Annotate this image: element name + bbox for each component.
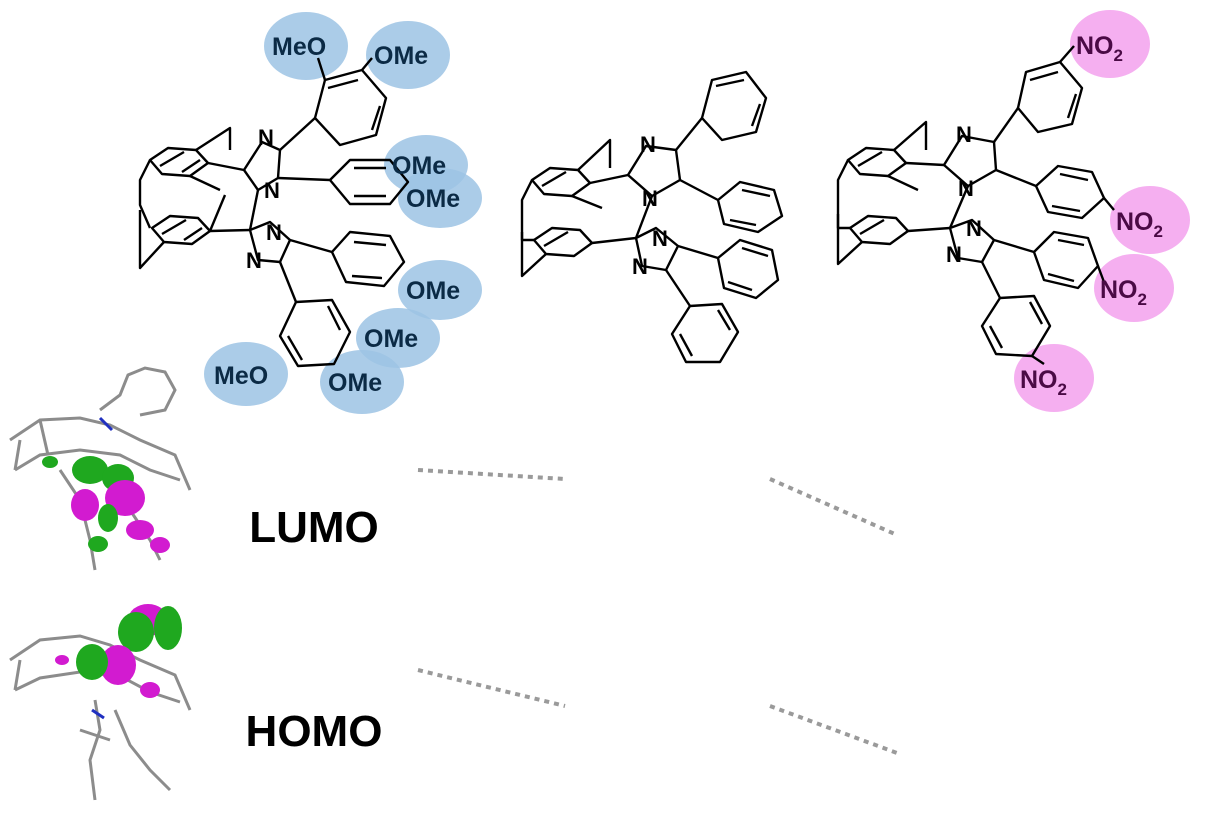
nitro-atom-labels: N N N N (946, 122, 982, 267)
methoxy-skeleton (138, 57, 410, 368)
halo-ome-2 (366, 21, 450, 89)
label-no2-1: NO2 (1076, 32, 1123, 65)
halo-no2-3 (1094, 254, 1174, 322)
halo-no2-2 (1110, 186, 1190, 254)
nitro-skeleton (836, 45, 1115, 365)
atom-n-1: N (258, 125, 274, 150)
parent-atom-n-3: N (652, 226, 668, 251)
halo-ome-8 (320, 350, 404, 414)
label-meo-1: MeO (272, 33, 326, 61)
halo-meo-7 (204, 342, 288, 406)
methoxy-atom-labels: N N N N (246, 125, 282, 273)
homo-connector-left (417, 668, 566, 708)
lumo-lobe-green-4 (88, 536, 108, 552)
molecule-methoxy: N N N N MeO OMe OMe OMe OMe OMe MeO OMe (138, 12, 482, 414)
methoxy-halos (204, 12, 482, 414)
parent-atom-n-2: N (642, 186, 658, 211)
label-ome-6: OMe (364, 325, 418, 353)
lumo-lobe-green-3 (98, 504, 118, 532)
methoxy-substituent-labels: MeO OMe OMe OMe OMe OMe MeO OMe (214, 33, 460, 397)
nitro-atom-n-2: N (958, 176, 974, 201)
lumo-lobe-green-5 (42, 456, 58, 468)
halo-no2-4 (1014, 344, 1094, 412)
label-ome-5: OMe (406, 277, 460, 305)
lumo-lobe-green-1 (72, 456, 108, 484)
lumo-lobe-pink-2 (71, 489, 99, 521)
homo-connector-right (769, 704, 898, 755)
homo-lobe-pink-3 (140, 682, 160, 698)
label-no2-4: NO2 (1020, 366, 1067, 399)
homo-lobe-green-2 (154, 606, 182, 650)
lumo-orbital-render-icon (9, 366, 192, 571)
homo-label: HOMO (246, 707, 383, 756)
homo-lobe-pink-2 (100, 645, 136, 685)
halo-ome-5 (398, 260, 482, 320)
nitro-atom-n-1: N (956, 122, 972, 147)
homo-lobe-green-1 (118, 612, 154, 652)
lumo-lobe-pink-4 (150, 537, 170, 553)
atom-n-2: N (264, 178, 280, 203)
homo-orbital-render-icon (9, 604, 192, 801)
halo-no2-1 (1070, 10, 1150, 78)
label-ome-2: OMe (374, 42, 428, 70)
label-ome-4: OMe (406, 185, 460, 213)
label-ome-3: OMe (392, 152, 446, 180)
label-no2-2: NO2 (1116, 208, 1163, 241)
label-no2-3: NO2 (1100, 276, 1147, 309)
homo-lobe-pink-4 (55, 655, 69, 665)
parent-atom-n-4: N (632, 254, 648, 279)
molecule-nitro: N N N N NO2 NO2 NO2 NO2 (836, 10, 1190, 412)
lumo-lobe-pink-3 (126, 520, 154, 540)
parent-atom-labels: N N N N (632, 132, 668, 279)
nitro-halos (1014, 10, 1190, 412)
nitro-substituent-labels: NO2 NO2 NO2 NO2 (1020, 32, 1163, 399)
nitro-atom-n-3: N (966, 216, 982, 241)
nitro-atom-n-4: N (946, 242, 962, 267)
homo-lobe-green-3 (76, 644, 108, 680)
lumo-connector-right (769, 477, 898, 537)
lumo-label: LUMO (249, 503, 379, 552)
molecule-parent: N N N N (520, 70, 784, 364)
label-ome-8: OMe (328, 369, 382, 397)
label-meo-7: MeO (214, 362, 268, 390)
parent-skeleton (520, 70, 784, 364)
halo-meo-1 (264, 12, 348, 80)
atom-n-4: N (246, 248, 262, 273)
atom-n-3: N (266, 220, 282, 245)
lumo-connector-left (417, 468, 566, 481)
lumo-lobe-pink-1 (105, 480, 145, 516)
parent-atom-n-1: N (640, 132, 656, 157)
energy-levels: LUMO HOMO (207, 463, 1107, 760)
halo-ome-4 (398, 168, 482, 228)
